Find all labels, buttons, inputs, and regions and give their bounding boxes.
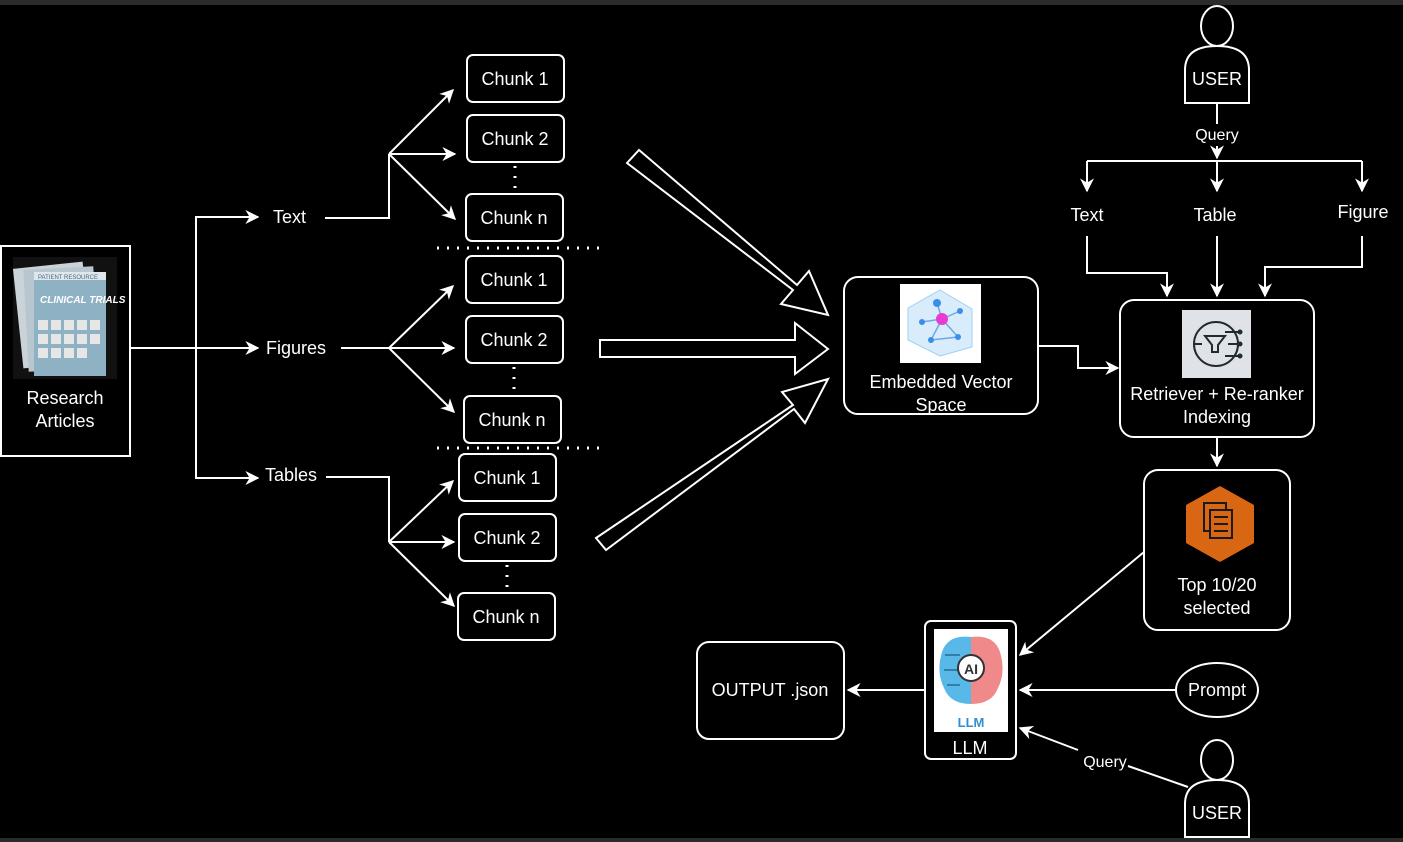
ai-brain-icon: AI LLM: [934, 629, 1008, 732]
output-json-node[interactable]: OUTPUT .json: [696, 641, 845, 740]
embedded-vector-space-node[interactable]: Embedded Vector Space: [843, 276, 1039, 415]
user-top-query-label: Query: [1195, 127, 1239, 144]
tables-chunk-connectors: [326, 476, 456, 607]
retriever-label-line1: Retriever + Re-ranker: [1130, 384, 1304, 404]
text-chunk-connectors: [325, 89, 457, 220]
query-type-text: Text: [1070, 205, 1103, 225]
research-label-line2: Articles: [35, 411, 94, 431]
llm-icon-caption: LLM: [958, 715, 985, 730]
retriever-icon: [1182, 310, 1251, 378]
svg-text:Chunk 2: Chunk 2: [473, 528, 540, 548]
svg-text:Chunk 1: Chunk 1: [480, 270, 547, 290]
figures-to-vector-big-arrow: [599, 320, 830, 377]
text-to-vector-big-arrow: [625, 148, 830, 317]
user-bottom-person-icon: [1184, 739, 1250, 838]
user-top-person-icon: [1184, 5, 1250, 104]
top-to-llm-connector: [1018, 551, 1145, 656]
figures-chunk-2[interactable]: Chunk 2: [465, 315, 564, 364]
output-label: OUTPUT .json: [712, 680, 829, 700]
svg-text:Chunk 2: Chunk 2: [480, 330, 547, 350]
vector-to-retriever-connector: [1038, 345, 1120, 375]
retriever-reranker-node[interactable]: Retriever + Re-ranker Indexing: [1119, 299, 1315, 438]
research-articles-node[interactable]: PATIENT RESOURCE CLINICAL TRIALS Researc…: [0, 245, 131, 457]
figures-chunk-1[interactable]: Chunk 1: [465, 255, 564, 304]
text-chunk-1[interactable]: Chunk 1: [466, 54, 565, 103]
source-fanout-connector: [130, 210, 260, 485]
tables-to-vector-big-arrow: [594, 377, 830, 552]
journal-cover-image: PATIENT RESOURCE CLINICAL TRIALS: [12, 257, 126, 379]
user-bottom-to-llm-connector: [1018, 725, 1189, 788]
user-bottom-label: USER: [1192, 803, 1242, 823]
svg-text:Chunk n: Chunk n: [478, 410, 545, 430]
figures-chunk-n[interactable]: Chunk n: [463, 395, 562, 444]
text-chunk-n[interactable]: Chunk n: [465, 193, 564, 242]
tables-chunk-2[interactable]: Chunk 2: [458, 513, 557, 562]
llm-label: LLM: [952, 738, 987, 758]
svg-text:Chunk n: Chunk n: [480, 208, 547, 228]
query-type-figure: Figure: [1337, 202, 1388, 222]
cover-title: CLINICAL TRIALS: [40, 295, 126, 306]
figures-chunk-connectors: [341, 285, 456, 413]
svg-text:Chunk 1: Chunk 1: [481, 69, 548, 89]
window-bottom-bar: [0, 838, 1403, 842]
query-split-connector: [1080, 145, 1369, 193]
svg-text:Chunk n: Chunk n: [472, 607, 539, 627]
user-top-label: USER: [1192, 69, 1242, 89]
top-selected-node[interactable]: Top 10/20 selected: [1143, 469, 1291, 631]
user-top-node[interactable]: USER: [1184, 5, 1250, 104]
vector-graph-icon: [900, 284, 981, 363]
research-label-line1: Research: [26, 388, 103, 408]
vector-space-label-line1: Embedded Vector: [869, 372, 1012, 392]
tables-chunk-1[interactable]: Chunk 1: [458, 453, 557, 502]
user-bottom-node[interactable]: USER: [1184, 739, 1250, 838]
query-type-table: Table: [1193, 205, 1236, 225]
query-types-to-retriever-connectors: [1086, 236, 1363, 298]
svg-text:Chunk 2: Chunk 2: [481, 129, 548, 149]
tables-chunk-n[interactable]: Chunk n: [457, 592, 556, 641]
window-top-bar: [0, 0, 1403, 5]
llm-node[interactable]: AI LLM LLM: [924, 620, 1017, 760]
ai-badge-text: AI: [964, 661, 978, 677]
user-bottom-query-label: Query: [1083, 754, 1127, 771]
cover-header: PATIENT RESOURCE: [38, 275, 98, 281]
branch-tables-label: Tables: [265, 465, 317, 485]
text-chunk-2[interactable]: Chunk 2: [466, 114, 565, 163]
prompt-label: Prompt: [1188, 680, 1246, 700]
top-selected-label-line2: selected: [1183, 598, 1250, 618]
documents-icon: [1186, 486, 1254, 562]
branch-figures-label: Figures: [266, 338, 326, 358]
vector-space-label-line2: Space: [915, 395, 966, 415]
top-selected-label-line1: Top 10/20: [1177, 575, 1256, 595]
svg-text:Chunk 1: Chunk 1: [473, 468, 540, 488]
prompt-node[interactable]: Prompt: [1175, 662, 1259, 718]
branch-text-label: Text: [273, 207, 306, 227]
retriever-label-line2: Indexing: [1183, 407, 1251, 427]
